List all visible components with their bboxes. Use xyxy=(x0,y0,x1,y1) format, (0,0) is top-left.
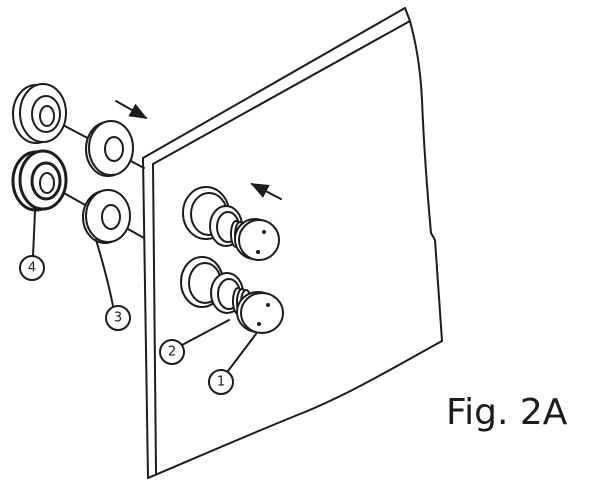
retaining-ring-lower xyxy=(11,149,68,212)
panel-right-break-edge xyxy=(409,20,443,342)
callout-2: 2 xyxy=(159,319,230,365)
washer-lower xyxy=(82,189,131,244)
callout-label: 4 xyxy=(28,261,36,276)
panel-top-corner xyxy=(404,7,411,22)
washer-upper xyxy=(85,120,134,177)
push-pin-assembly-lower xyxy=(180,256,284,334)
panel-left-outer-edge xyxy=(142,157,149,479)
callout-label: 2 xyxy=(168,345,176,360)
mounting-direction-arrow-icon xyxy=(115,100,148,119)
push-pin-assembly-upper xyxy=(182,186,280,261)
callout-circle xyxy=(159,339,185,365)
panel-plate xyxy=(142,7,443,479)
leader-line xyxy=(227,333,257,372)
callout-4: 4 xyxy=(19,210,45,281)
callout-1: 1 xyxy=(208,333,257,395)
leader-line xyxy=(95,239,114,307)
retaining-ring-upper xyxy=(12,83,67,144)
callout-circle xyxy=(19,255,45,281)
panel-bottom-break-edge xyxy=(147,340,443,479)
insertion-direction-arrow-icon xyxy=(250,183,282,200)
leader-line xyxy=(181,319,230,346)
callout-label: 3 xyxy=(114,311,122,326)
callout-3: 3 xyxy=(95,239,131,331)
callout-circle xyxy=(105,305,131,331)
figure-caption: Fig. 2A xyxy=(446,392,568,433)
panel-top-inner-edge xyxy=(152,20,411,165)
callout-circle xyxy=(208,369,234,395)
panel-top-outer-edge xyxy=(142,7,406,159)
panel-left-inner-edge xyxy=(152,163,157,474)
callout-label: 1 xyxy=(217,375,225,390)
leader-line xyxy=(32,210,36,257)
